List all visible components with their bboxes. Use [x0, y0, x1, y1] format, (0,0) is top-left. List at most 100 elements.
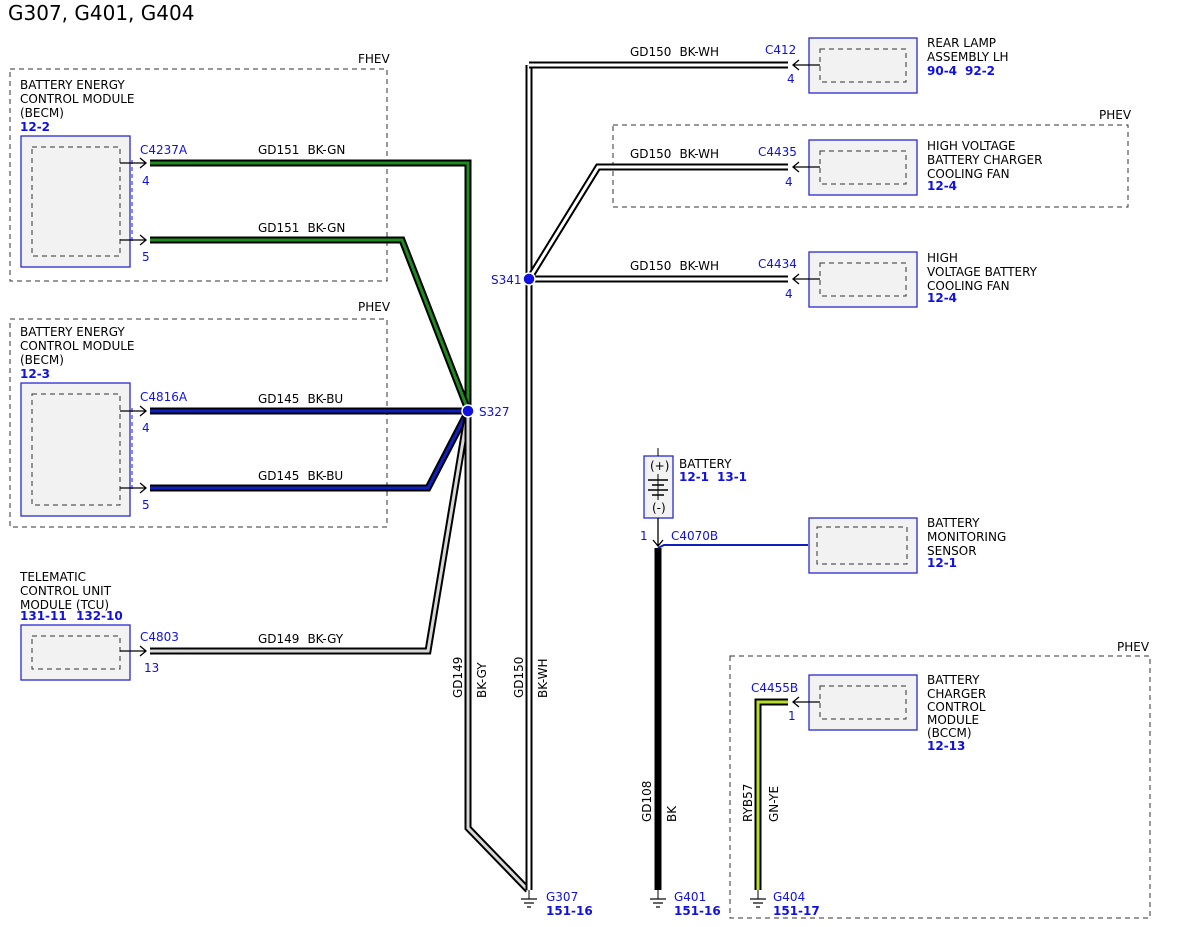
- rear-lamp-name-1: REAR LAMP: [927, 36, 996, 50]
- splice-s327-label: S327: [479, 405, 510, 419]
- rear-lamp-ref-2[interactable]: 92-2: [965, 64, 995, 78]
- ground-g307: G307 151-16: [521, 890, 593, 918]
- g307-label: G307: [546, 890, 578, 904]
- hv-charger-fan-ref[interactable]: 12-4: [927, 179, 957, 193]
- becm-fhev-name-3: (BECM): [20, 106, 64, 120]
- g404-ref[interactable]: 151-17: [773, 904, 820, 918]
- bms-ref[interactable]: 12-1: [927, 556, 957, 570]
- wire-label-gd149-color: BK-GY: [475, 662, 489, 698]
- bms-name-1: BATTERY: [927, 516, 980, 530]
- tcu-module: TELEMATIC CONTROL UNIT MODULE (TCU) 131-…: [19, 570, 131, 681]
- wire-gd149-trunk: [466, 411, 530, 892]
- battery-minus: (-): [652, 501, 666, 515]
- hv-charger-fan-name-1: HIGH VOLTAGE: [927, 139, 1015, 153]
- bccm-name-2: CHARGER: [927, 687, 986, 701]
- rear-lamp-name-2: ASSEMBLY LH: [927, 50, 1009, 64]
- hv-charger-fan-name-3: COOLING FAN: [927, 167, 1010, 181]
- hv-battery-fan-ref[interactable]: 12-4: [927, 291, 957, 305]
- hv-battery-fan-name-3: COOLING FAN: [927, 279, 1010, 293]
- c4434-pin: 4: [785, 287, 793, 301]
- wire-bms-sense: [657, 544, 808, 549]
- fhev-zone: [9, 68, 388, 282]
- becm-phev: BATTERY ENERGY CONTROL MODULE (BECM) 12-…: [20, 325, 135, 517]
- wire-label-ryb57-color: GN-YE: [767, 786, 781, 822]
- c4070b-pin-terminal: [652, 518, 664, 548]
- c4237a-pin5-terminal: [120, 234, 148, 246]
- hv-battery-fan-inner: [819, 262, 907, 297]
- becm-fhev: BATTERY ENERGY CONTROL MODULE (BECM) 12-…: [20, 78, 135, 268]
- tcu-inner: [31, 635, 121, 670]
- g307-ref[interactable]: 151-16: [546, 904, 593, 918]
- splice-s341: [522, 272, 536, 286]
- tcu-name-1: TELEMATIC: [19, 570, 86, 584]
- phev-zone-becm: [9, 318, 388, 528]
- becm-phev-name-3: (BECM): [20, 353, 64, 367]
- tcu-name-3: MODULE (TCU): [20, 598, 109, 612]
- rear-lamp-inner: [819, 48, 907, 83]
- rear-lamp-ref-1[interactable]: 90-4: [927, 64, 957, 78]
- c4803-label: C4803: [140, 630, 179, 644]
- c4455b-pin-terminal: [791, 696, 820, 708]
- wire-label-gd150-circuit: GD150: [512, 657, 526, 698]
- becm-fhev-body: [20, 135, 131, 268]
- hv-charger-fan-inner: [819, 150, 907, 185]
- wire-label-gd108-circuit: GD108: [640, 781, 654, 822]
- bms-name-2: MONITORING: [927, 530, 1006, 544]
- phev-zone-bccm: [729, 655, 1151, 919]
- phev-zone-becm-label: PHEV: [358, 300, 391, 314]
- battery: (+) (-) BATTERY 12-1 13-1: [643, 448, 747, 519]
- bms-inner: [816, 526, 908, 565]
- becm-phev-ref[interactable]: 12-3: [20, 367, 50, 381]
- c412-pin-terminal: [791, 59, 820, 71]
- c4803-pin-terminal: [120, 645, 148, 657]
- wire-gd151-pin5: [150, 238, 470, 411]
- battery-monitoring-sensor: BATTERY MONITORING SENSOR 12-1: [808, 516, 1006, 574]
- battery-ref-1[interactable]: 12-1: [679, 470, 709, 484]
- ground-g404: G404 151-17: [750, 890, 820, 918]
- bccm-module: BATTERY CHARGER CONTROL MODULE (BCCM) 12…: [808, 673, 986, 753]
- wire-label-gd149-circuit: GD149: [451, 657, 465, 698]
- bccm-ref[interactable]: 12-13: [927, 739, 965, 753]
- becm-phev-name-2: CONTROL MODULE: [20, 339, 135, 353]
- bccm-name-4: MODULE: [927, 713, 979, 727]
- wire-label-ryb57-circuit: RYB57: [741, 784, 755, 822]
- tcu-ref-2[interactable]: 132-10: [76, 609, 123, 623]
- c412-pin: 4: [787, 72, 795, 86]
- hv-battery-cooling-fan: HIGH VOLTAGE BATTERY COOLING FAN 12-4: [808, 251, 1038, 308]
- becm-fhev-name-2: CONTROL MODULE: [20, 92, 135, 106]
- wire-gd145-pin5: [150, 410, 470, 490]
- c4816a-pin5-terminal: [120, 482, 148, 494]
- fhev-zone-label: FHEV: [358, 52, 391, 66]
- becm-fhev-ref[interactable]: 12-2: [20, 120, 50, 134]
- hv-battery-fan-body: [808, 251, 918, 308]
- c4816a-pin4: 4: [142, 421, 150, 435]
- g401-ref[interactable]: 151-16: [674, 904, 721, 918]
- hv-charger-fan-name-2: BATTERY CHARGER: [927, 153, 1042, 167]
- c4435-label: C4435: [758, 145, 797, 159]
- tcu-body: [20, 624, 131, 681]
- becm-fhev-name-1: BATTERY ENERGY: [20, 78, 125, 92]
- phev-zone-bccm-label: PHEV: [1117, 640, 1150, 654]
- wire-ryb57: [756, 700, 788, 890]
- c4816a-pin4-terminal: [120, 405, 148, 417]
- c412-label: C412: [765, 43, 796, 57]
- bccm-body: [808, 674, 918, 731]
- wire-gd149-tcu: [150, 410, 470, 653]
- hv-charger-cooling-fan: HIGH VOLTAGE BATTERY CHARGER COOLING FAN…: [808, 139, 1042, 196]
- bms-body: [808, 517, 918, 574]
- wire-gd151-pin4: [150, 161, 470, 410]
- c4455b-label: C4455B: [751, 681, 798, 695]
- c4455b-pin: 1: [788, 709, 796, 723]
- tcu-ref-1[interactable]: 131-11: [20, 609, 67, 623]
- bms-name-3: SENSOR: [927, 544, 977, 558]
- hv-charger-fan-body: [808, 139, 918, 196]
- battery-ref-2[interactable]: 13-1: [717, 470, 747, 484]
- page-title: G307, G401, G404: [8, 1, 194, 25]
- battery-plus: (+): [650, 459, 669, 473]
